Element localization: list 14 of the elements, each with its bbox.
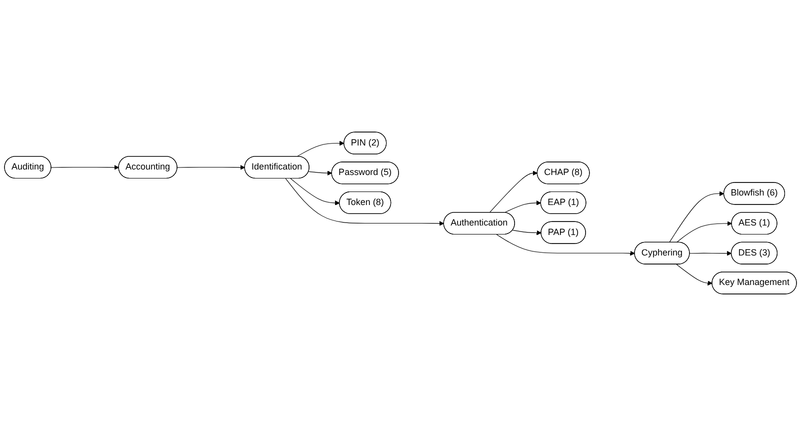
arrow [308,170,332,176]
arrow [689,250,732,256]
arrow [285,178,444,226]
arrow [489,170,538,213]
arrow [496,234,635,256]
arrow [504,200,542,213]
arrow [512,230,542,236]
arrow [669,191,724,243]
arrow [296,140,344,157]
arrow [676,221,732,243]
arrow [676,264,712,286]
arrow [50,164,120,170]
arrow [290,178,340,206]
arrow [177,164,246,170]
